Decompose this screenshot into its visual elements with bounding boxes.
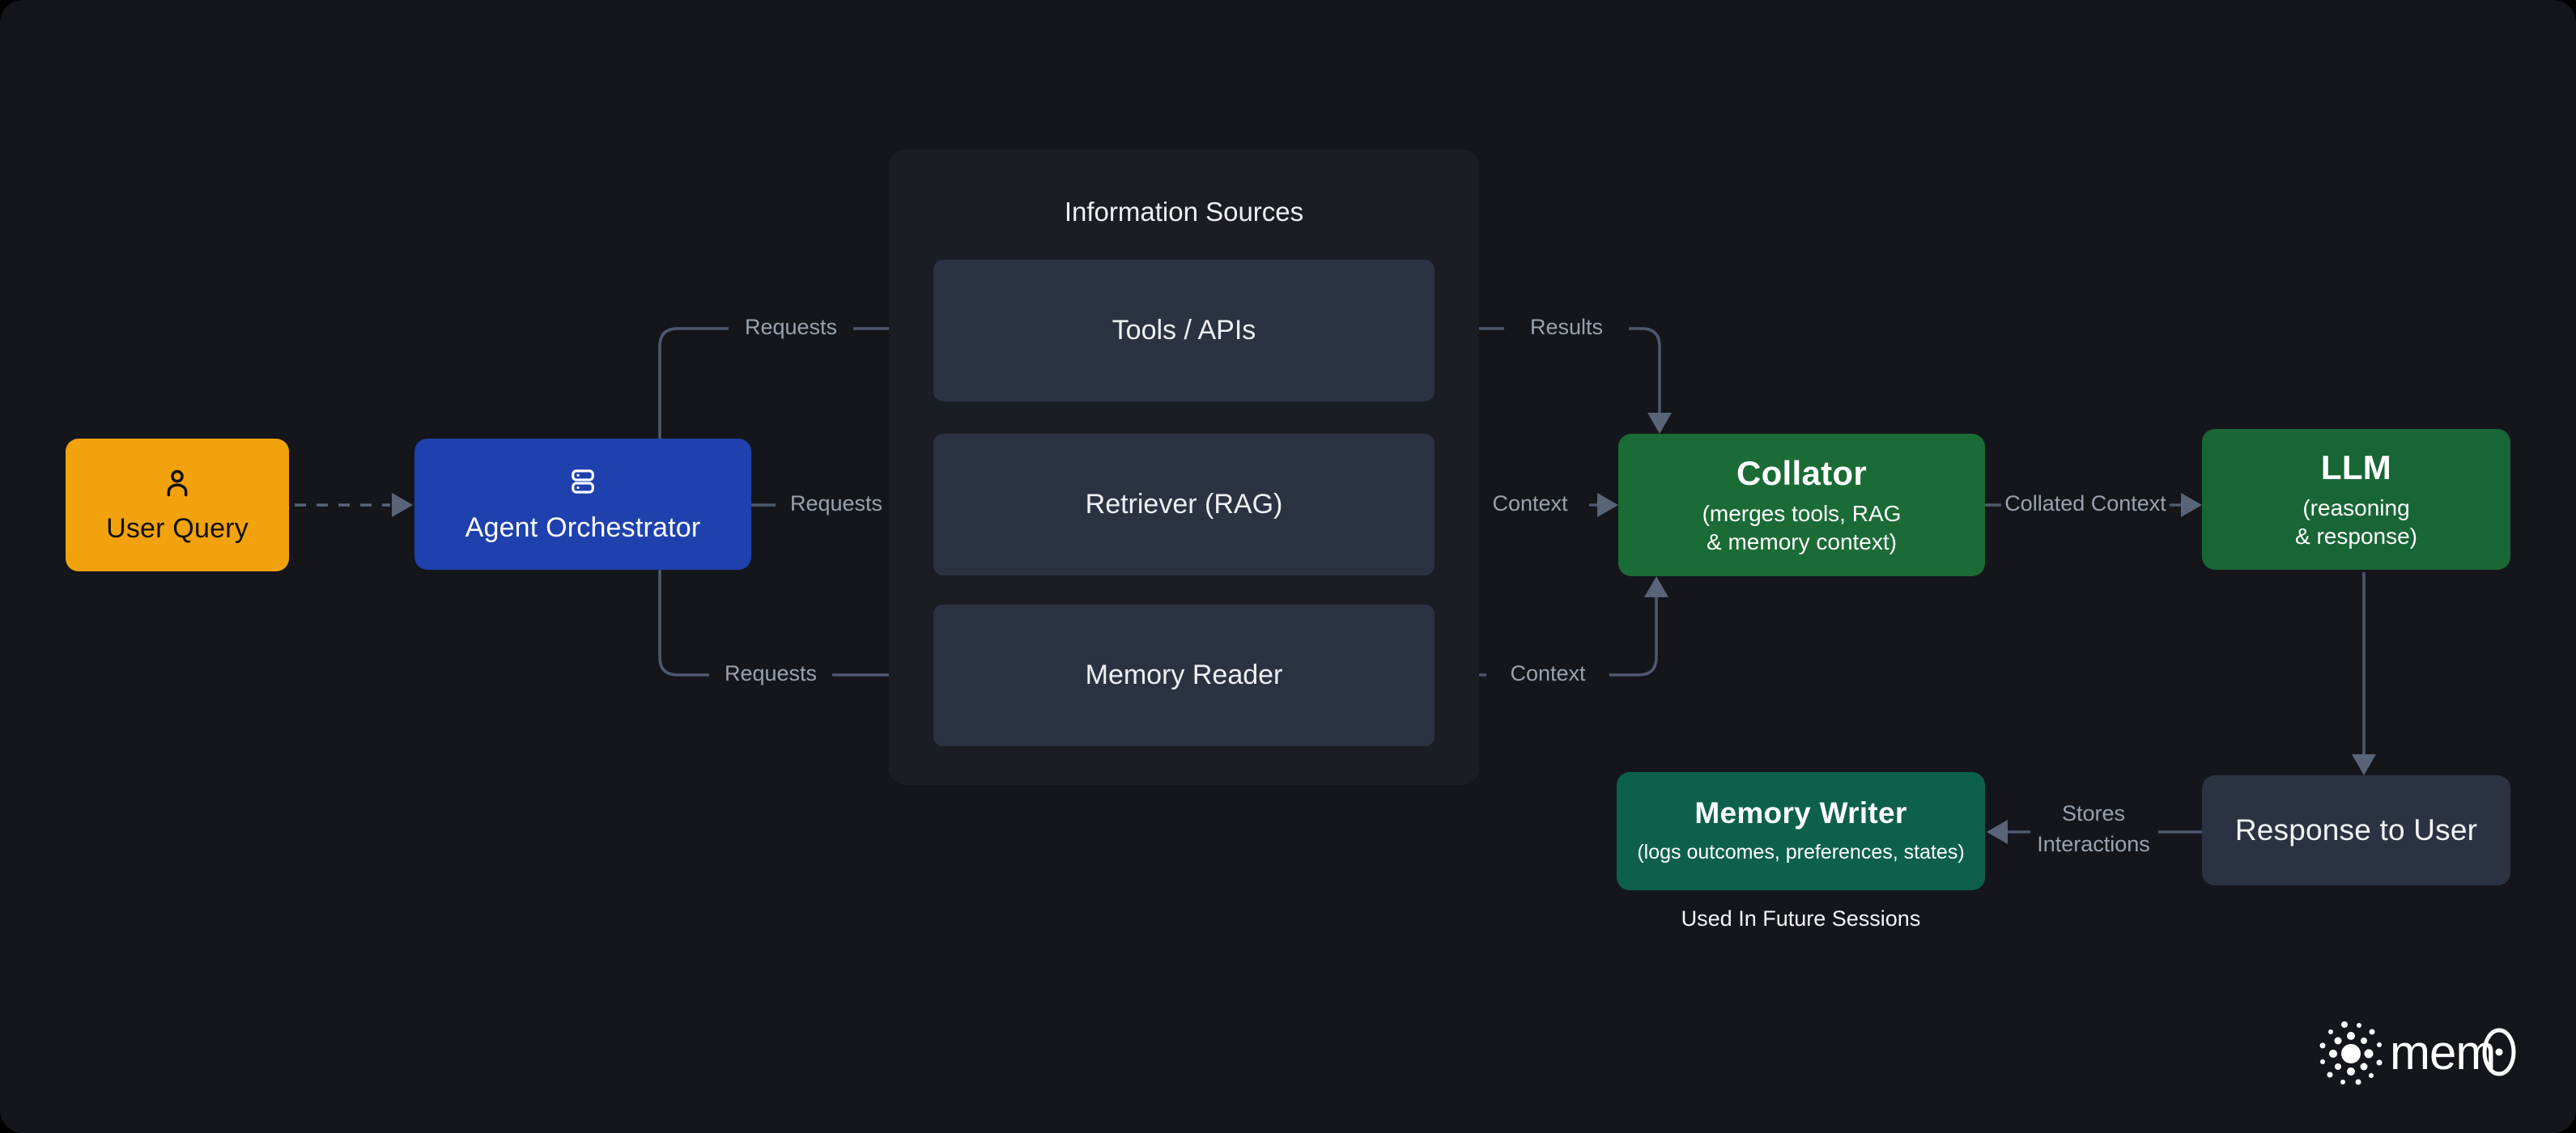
arrowhead-into-memory-writer <box>1987 820 2008 844</box>
edge-label-collated-context: Collated Context <box>2004 491 2166 516</box>
edge-requests-top-a <box>658 327 729 439</box>
node-llm-title: LLM <box>2320 448 2392 486</box>
edge-label-stores-line1: Stores <box>2062 801 2125 825</box>
node-memory-writer-subtitle: (logs outcomes, preferences, states) <box>1637 840 1965 864</box>
node-collator-subtitle-line1: (merges tools, RAG <box>1702 501 1902 526</box>
edge-results-b <box>1629 327 1661 413</box>
brand-zero-glyph <box>2482 1028 2516 1076</box>
edge-label-requests-bottom: Requests <box>725 661 817 685</box>
node-response-to-user: Response to User <box>2202 775 2510 885</box>
node-llm-subtitle: (reasoning & response) <box>2295 494 2417 550</box>
arrowhead-into-llm <box>2181 493 2202 517</box>
node-user-query-label: User Query <box>106 513 249 544</box>
brand-logo: mem <box>2315 1018 2526 1088</box>
node-response-to-user-label: Response to User <box>2234 813 2478 847</box>
node-agent-orchestrator-label: Agent Orchestrator <box>465 512 701 543</box>
node-user-query: User Query <box>66 439 289 571</box>
node-collator-subtitle: (merges tools, RAG & memory context) <box>1702 499 1902 556</box>
node-memory-writer: Memory Writer (logs outcomes, preference… <box>1617 772 1985 890</box>
node-retriever-rag-label: Retriever (RAG) <box>1085 489 1283 520</box>
node-collator: Collator (merges tools, RAG & memory con… <box>1618 434 1985 576</box>
edge-label-stores-line2: Interactions <box>2037 832 2150 856</box>
node-collator-subtitle-line2: & memory context) <box>1707 529 1897 554</box>
edge-requests-bottom-a <box>658 570 709 677</box>
brand-wordmark-prefix: mem <box>2390 1025 2495 1080</box>
edge-label-context-middle: Context <box>1492 491 1568 516</box>
arrowhead-into-collator-left <box>1597 493 1618 517</box>
node-llm: LLM (reasoning & response) <box>2202 429 2510 570</box>
edge-label-context-bottom: Context <box>1510 661 1586 685</box>
memory-writer-caption: Used In Future Sessions <box>1681 906 1921 931</box>
node-llm-subtitle-line2: & response) <box>2295 524 2417 549</box>
information-sources-title: Information Sources <box>1064 197 1304 227</box>
node-memory-reader-label: Memory Reader <box>1085 660 1283 690</box>
edge-context-bottom-b <box>1609 597 1658 677</box>
mem0-burst-icon <box>2319 1021 2383 1085</box>
edge-label-results: Results <box>1530 315 1603 339</box>
information-sources-panel: Information Sources Tools / APIs Retriev… <box>889 150 1479 785</box>
node-tools-apis: Tools / APIs <box>933 260 1435 401</box>
arrowhead-into-orchestrator <box>392 493 413 517</box>
node-retriever-rag: Retriever (RAG) <box>933 434 1435 575</box>
arrowhead-into-collator-bottom <box>1644 576 1668 597</box>
node-memory-reader: Memory Reader <box>933 605 1435 746</box>
node-llm-subtitle-line1: (reasoning <box>2302 495 2410 520</box>
node-collator-title: Collator <box>1736 454 1868 492</box>
arrowhead-into-response <box>2352 754 2376 775</box>
edge-label-requests-top: Requests <box>745 315 837 339</box>
arrowhead-into-collator-top <box>1647 413 1672 434</box>
node-tools-apis-label: Tools / APIs <box>1112 315 1256 346</box>
node-memory-writer-title: Memory Writer <box>1694 796 1907 830</box>
user-icon <box>159 465 195 505</box>
edge-label-requests-middle: Requests <box>790 491 882 516</box>
server-stack-icon <box>566 465 600 503</box>
node-agent-orchestrator: Agent Orchestrator <box>414 439 751 570</box>
